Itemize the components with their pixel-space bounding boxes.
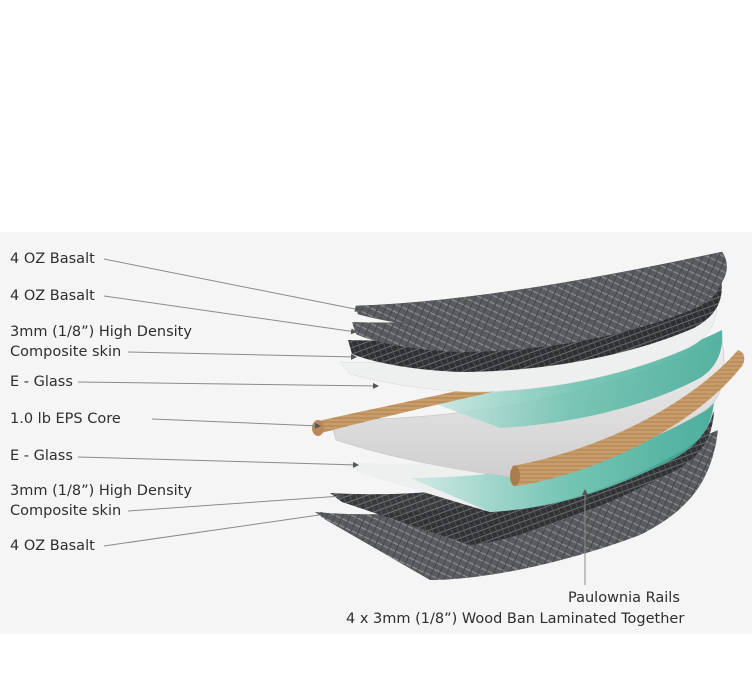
label-basalt-bottom: 4 OZ Basalt xyxy=(10,538,95,554)
label-eglass-top: E - Glass xyxy=(10,374,73,390)
label-rails-desc: 4 x 3mm (1/8”) Wood Ban Laminated Togeth… xyxy=(346,611,685,627)
leader-eglass-bottom xyxy=(77,456,359,468)
label-composite-top-line2: Composite skin xyxy=(10,344,122,360)
label-rails-title: Paulownia Rails xyxy=(568,590,680,606)
label-composite-bottom-line1: 3mm (1/8”) High Density xyxy=(10,483,192,499)
rail-front xyxy=(512,350,745,486)
label-composite-top-line1: 3mm (1/8”) High Density xyxy=(10,324,192,340)
label-composite-bottom-line2: Composite skin xyxy=(10,503,122,519)
label-eps-core: 1.0 lb EPS Core xyxy=(10,411,121,427)
leader-basalt-bottom xyxy=(103,511,327,547)
layer-composite-bottom xyxy=(330,412,714,545)
leader-basalt-top-1 xyxy=(103,258,361,312)
layer-teal-bottom xyxy=(410,400,714,512)
rail-front-end xyxy=(510,466,520,486)
layer-teal-top xyxy=(420,330,723,428)
leader-composite-top xyxy=(127,351,357,360)
leader-eps-core xyxy=(151,418,321,429)
label-basalt-top-2: 4 OZ Basalt xyxy=(10,288,95,304)
label-eglass-bottom: E - Glass xyxy=(10,448,73,464)
rail-back-end xyxy=(312,420,324,436)
layer-basalt-top-1 xyxy=(355,251,727,331)
leader-basalt-top-2 xyxy=(103,295,357,335)
label-basalt-top-1: 4 OZ Basalt xyxy=(10,251,95,267)
leader-eglass-top xyxy=(77,381,379,389)
leader-composite-bottom xyxy=(127,493,343,512)
